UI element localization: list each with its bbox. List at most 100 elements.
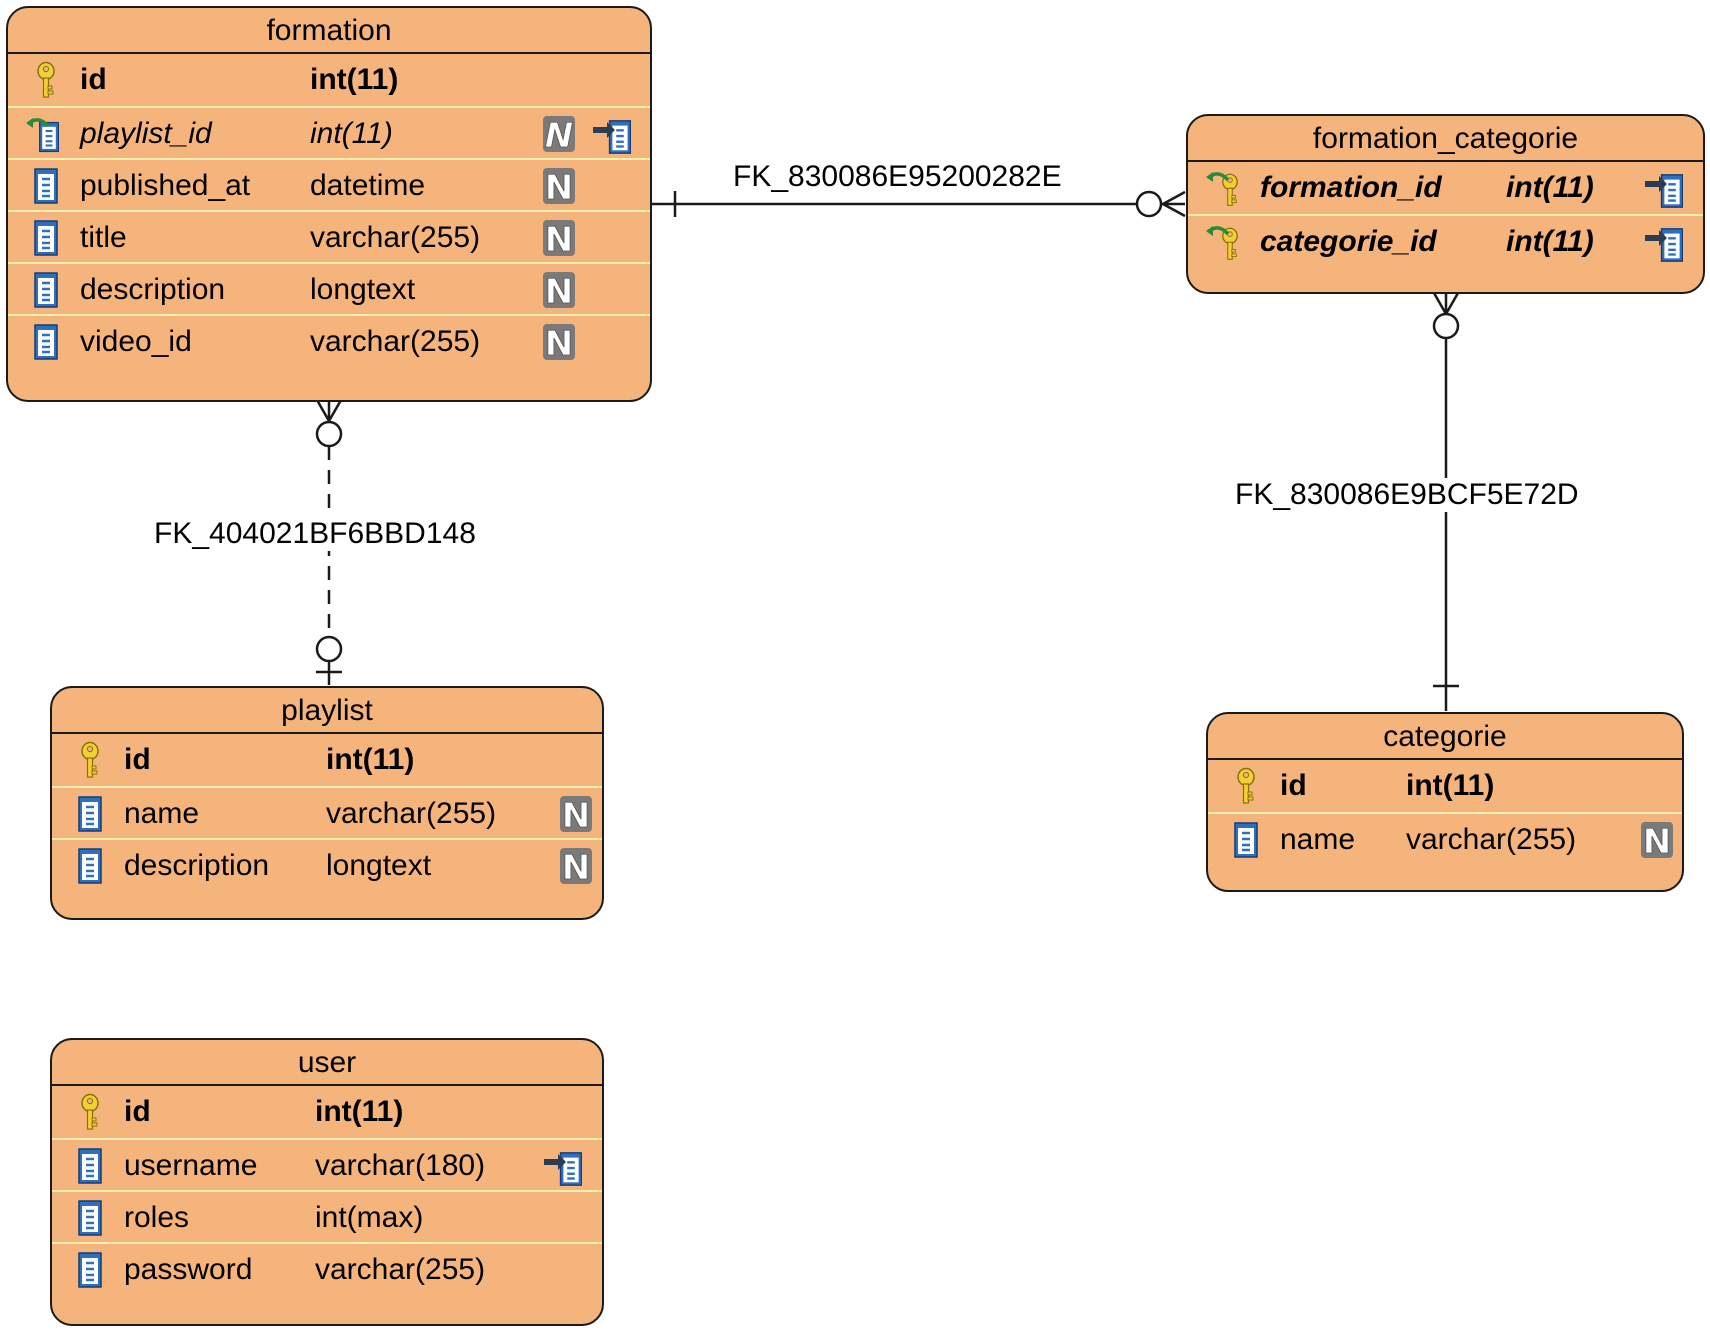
key-icon	[1226, 766, 1266, 806]
table-row[interactable]: categorie_id int(11)	[1188, 214, 1703, 266]
key-icon	[26, 60, 66, 100]
nullable-n-icon: N	[539, 218, 579, 258]
unique-index-icon	[542, 1146, 582, 1186]
entity-rows: id int(11) username varchar(180) roles i…	[52, 1086, 602, 1294]
relationship-label: FK_404021BF6BBD148	[150, 517, 480, 551]
nullable-n-icon: N	[539, 114, 579, 154]
key-icon	[70, 740, 110, 780]
entity-rows: id int(11) playlist_id int(11) N publish…	[8, 54, 650, 366]
entity-formation-categorie[interactable]: formation_categorie formation_id int(11)…	[1186, 114, 1705, 294]
nullable-n-icon: N	[539, 270, 579, 310]
column-type: int(11)	[1506, 225, 1594, 258]
unique-index-icon	[1643, 168, 1683, 208]
table-row[interactable]: id int(11)	[52, 734, 602, 786]
column-icon	[70, 1250, 110, 1290]
column-type: int(11)	[326, 743, 415, 776]
table-row[interactable]: formation_id int(11)	[1188, 162, 1703, 214]
column-icon	[70, 794, 110, 834]
relationship-label: FK_830086E9BCF5E72D	[1231, 478, 1583, 512]
entity-title: categorie	[1208, 714, 1682, 760]
column-type: int(11)	[1406, 769, 1495, 802]
column-name: video_id	[80, 325, 192, 358]
column-name: roles	[124, 1201, 190, 1234]
column-icon	[26, 270, 66, 310]
column-name: id	[1280, 769, 1307, 802]
column-type: varchar(255)	[315, 1253, 486, 1286]
table-row[interactable]: roles int(max)	[52, 1190, 602, 1242]
entity-rows: id int(11) name varchar(255) N	[1208, 760, 1682, 864]
entity-categorie[interactable]: categorie id int(11) name varchar(255) N	[1206, 712, 1684, 892]
column-type: varchar(255)	[310, 325, 481, 358]
svg-text:N: N	[545, 168, 573, 206]
column-type: longtext	[326, 849, 432, 882]
column-type: longtext	[310, 273, 416, 306]
entity-formation[interactable]: formation id int(11) playlist_id int(11)…	[6, 6, 652, 402]
column-type: int(max)	[315, 1201, 424, 1234]
table-row[interactable]: title varchar(255) N	[8, 210, 650, 262]
nullable-n-icon: N	[556, 794, 596, 834]
column-name: username	[124, 1149, 258, 1182]
relationship-label: FK_830086E95200282E	[729, 160, 1066, 194]
svg-text:N: N	[1643, 822, 1671, 860]
relationship-line-fk-830086e9bcf5e72d[interactable]	[1432, 292, 1460, 711]
entity-rows: id int(11) name varchar(255) N descripti…	[52, 734, 602, 890]
column-name: id	[124, 1095, 151, 1128]
column-type: int(11)	[310, 63, 399, 96]
column-name: name	[1280, 823, 1356, 856]
column-type: int(11)	[315, 1095, 404, 1128]
column-name: title	[80, 221, 127, 254]
column-name: password	[124, 1253, 253, 1286]
svg-text:N: N	[562, 796, 590, 834]
table-row[interactable]: username varchar(180)	[52, 1138, 602, 1190]
column-name: categorie_id	[1260, 225, 1437, 258]
svg-text:N: N	[545, 324, 573, 362]
unique-index-icon	[1643, 222, 1683, 262]
svg-text:N: N	[545, 220, 573, 258]
svg-text:N: N	[562, 848, 590, 886]
column-icon	[26, 218, 66, 258]
column-name: id	[80, 63, 107, 96]
column-icon	[70, 846, 110, 886]
column-name: formation_id	[1260, 171, 1442, 204]
nullable-n-icon: N	[539, 322, 579, 362]
column-name: id	[124, 743, 151, 776]
column-name: description	[80, 273, 226, 306]
table-row[interactable]: video_id varchar(255) N	[8, 314, 650, 366]
svg-text:N: N	[545, 272, 573, 310]
column-type: int(11)	[310, 117, 393, 150]
nullable-n-icon: N	[539, 166, 579, 206]
column-icon	[26, 322, 66, 362]
nullable-n-icon: N	[556, 846, 596, 886]
entity-title: formation_categorie	[1188, 116, 1703, 162]
table-row[interactable]: name varchar(255) N	[1208, 812, 1682, 864]
table-row[interactable]: description longtext N	[8, 262, 650, 314]
column-type: varchar(180)	[315, 1149, 486, 1182]
table-row[interactable]: name varchar(255) N	[52, 786, 602, 838]
column-icon	[26, 166, 66, 206]
foreign-key-primary-icon	[1206, 222, 1246, 262]
table-row[interactable]: playlist_id int(11) N	[8, 106, 650, 158]
relationship-line-fk-830086e95200282e[interactable]	[651, 190, 1186, 218]
relationship-line-fk-404021bf6bbd148[interactable]	[315, 399, 343, 685]
key-icon	[70, 1092, 110, 1132]
table-row[interactable]: id int(11)	[1208, 760, 1682, 812]
table-row[interactable]: published_at datetime N	[8, 158, 650, 210]
column-type: varchar(255)	[326, 797, 497, 830]
entity-user[interactable]: user id int(11) username varchar(180) ro…	[50, 1038, 604, 1326]
column-icon	[70, 1198, 110, 1238]
table-row[interactable]: password varchar(255)	[52, 1242, 602, 1294]
column-name: playlist_id	[80, 117, 212, 150]
entity-playlist[interactable]: playlist id int(11) name varchar(255) N …	[50, 686, 604, 920]
column-type: varchar(255)	[310, 221, 481, 254]
table-row[interactable]: id int(11)	[8, 54, 650, 106]
table-row[interactable]: id int(11)	[52, 1086, 602, 1138]
column-type: varchar(255)	[1406, 823, 1577, 856]
nullable-n-icon: N	[1637, 820, 1677, 860]
column-icon	[70, 1146, 110, 1186]
svg-text:N: N	[545, 116, 573, 154]
table-row[interactable]: description longtext N	[52, 838, 602, 890]
entity-title: playlist	[52, 688, 602, 734]
entity-title: user	[52, 1040, 602, 1086]
column-icon	[1226, 820, 1266, 860]
